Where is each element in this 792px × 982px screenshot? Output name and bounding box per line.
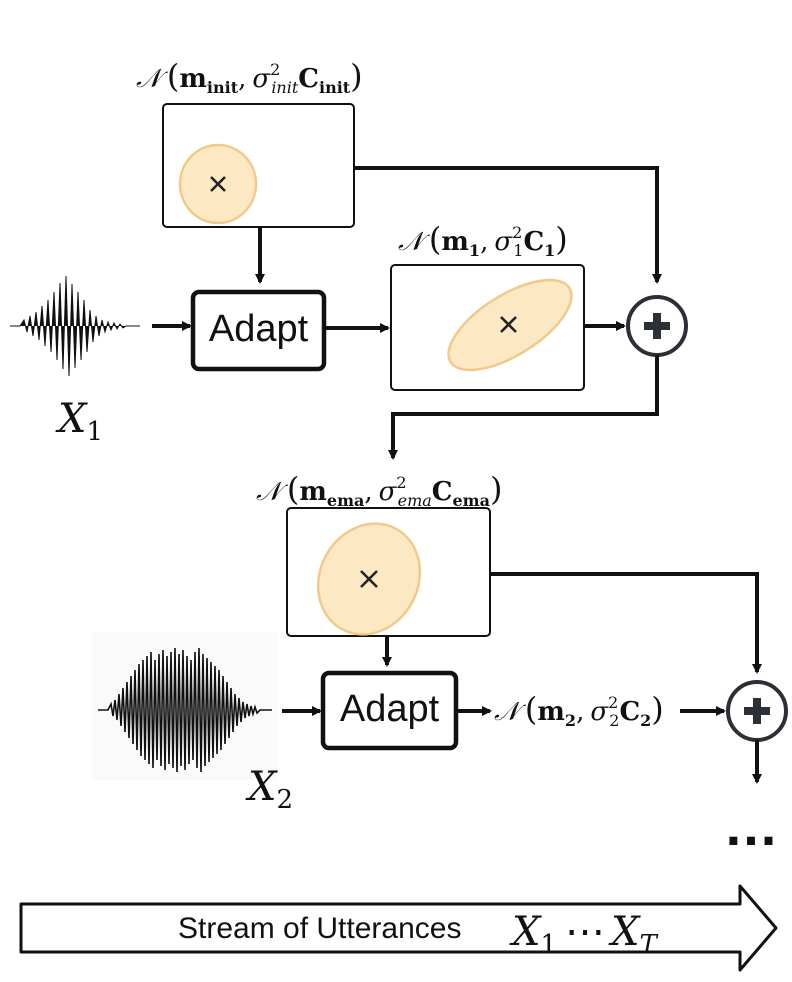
init-to-sum1-arrow — [354, 166, 662, 284]
x2-label: X2 — [245, 764, 293, 815]
stream-range-label: X1⋯XT — [509, 909, 659, 960]
init-mean-cross — [210, 176, 226, 192]
x1-label: X1 — [55, 396, 103, 447]
adapt-1-label: Adapt — [209, 308, 309, 350]
dist-1-mean-cross — [500, 316, 517, 333]
continuation-ellipsis: ... — [726, 794, 779, 857]
stream-label: Stream of Utterances — [178, 912, 461, 945]
ema-mean-cross — [360, 570, 378, 588]
waveform-x2 — [98, 647, 272, 773]
stream-arrow-shape — [19, 884, 778, 972]
sum1-to-ema-arrow — [388, 355, 659, 460]
sum-node-1 — [626, 295, 688, 357]
adapt-1-block — [190, 289, 327, 372]
ema-to-sum2-arrow — [490, 572, 762, 674]
waveform-x1 — [10, 275, 140, 377]
adapt-2-label: Adapt — [340, 688, 440, 730]
sum-node-2 — [726, 680, 788, 742]
